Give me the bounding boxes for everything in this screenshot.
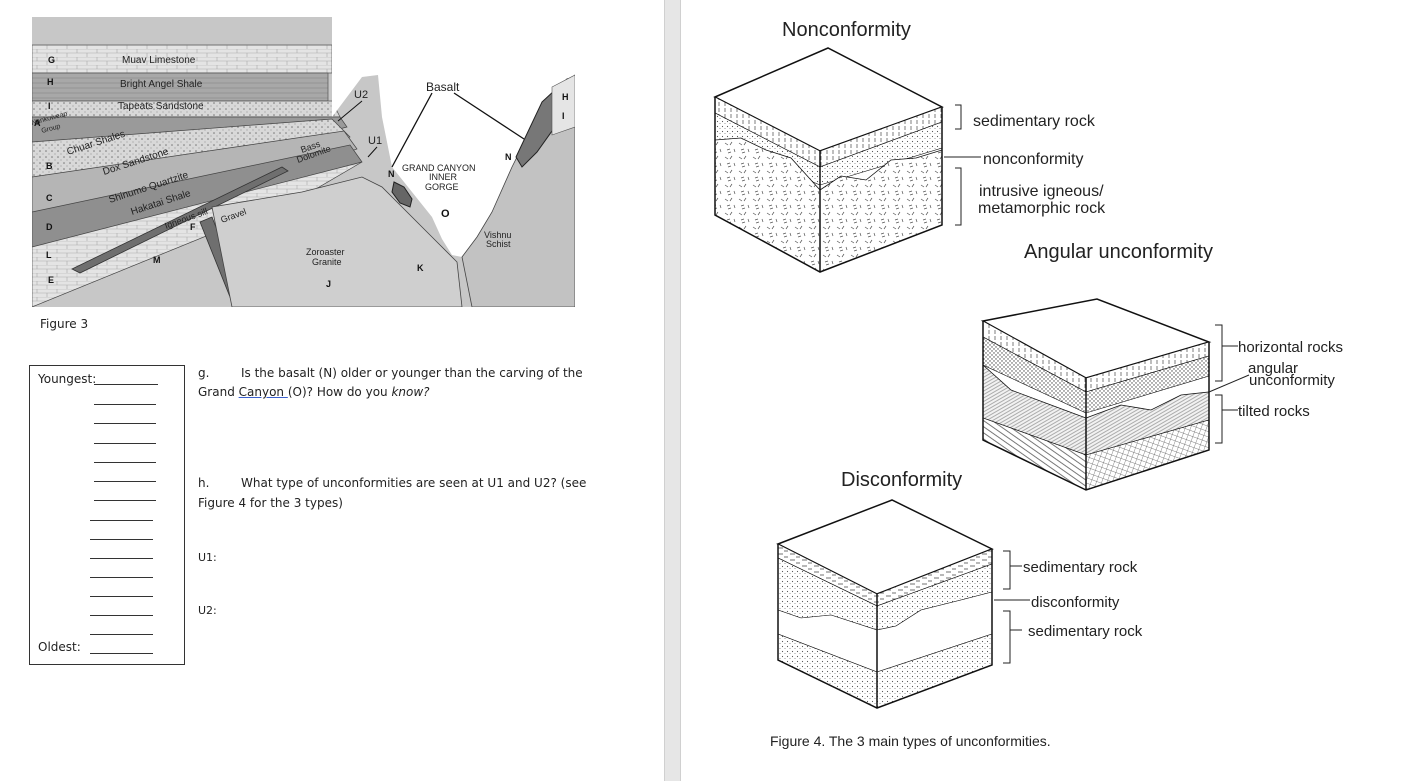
label-vishnu-1: Vishnu [484,230,511,240]
label-horizontal-rocks: horizontal rocks [1238,339,1343,356]
letter-b: B [46,161,53,171]
letter-a: A [34,118,41,128]
letter-c: C [46,193,53,203]
angular-unconformity-block [980,298,1212,491]
question-h-letter: h. [198,476,210,490]
answer-blank[interactable] [90,539,153,540]
question-g-letter: g. [198,366,210,380]
letter-d: D [46,222,53,232]
letter-i-right: I [562,111,565,121]
document-page-left: Muav Limestone Bright Angel Shale Tapeat… [0,0,664,781]
answer-blank[interactable] [90,520,153,521]
page-gutter [664,0,681,781]
label-nonconformity: nonconformity [983,151,1084,168]
answer-blank[interactable] [90,634,153,635]
answer-blank[interactable] [94,500,156,501]
label-muav: Muav Limestone [122,55,196,66]
answer-blank[interactable] [90,596,153,597]
answer-blank[interactable] [90,653,153,654]
document-page-right: Nonconformity sedimentary rock nonconfor… [681,0,1409,781]
letter-h-right: H [562,92,569,102]
question-h-line-1: What type of unconformities are seen at … [241,476,587,490]
figure-3-cross-section: Muav Limestone Bright Angel Shale Tapeat… [32,17,575,307]
label-intrusive-2: metamorphic rock [978,200,1106,217]
figure-4-caption: Figure 4. The 3 main types of unconformi… [770,733,1051,749]
question-g-line-1: Is the basalt (N) older or younger than … [241,366,583,380]
letter-m: M [153,255,161,265]
answer-blank[interactable] [94,384,158,385]
label-zoroaster-2: Granite [312,257,342,267]
label-bright-angel: Bright Angel Shale [120,79,203,90]
letter-l: L [46,250,52,260]
label-angular-2: unconformity [1249,372,1335,389]
age-order-box: Youngest: Oldest: [29,365,185,665]
angular-unconformity-title: Angular unconformity [1024,241,1213,263]
label-basalt: Basalt [426,80,460,94]
oldest-label: Oldest: [38,640,81,654]
answer-blank[interactable] [94,404,156,405]
nonconformity-title: Nonconformity [782,19,911,41]
label-disconformity: disconformity [1031,594,1120,611]
label-u2: U2 [354,89,368,101]
letter-e: E [48,275,54,285]
disconformity-block [776,499,994,709]
letter-j: J [326,279,331,289]
label-gorge-1: GRAND CANYON [402,163,476,173]
label-tapeats: Tapeats Sandstone [118,101,204,112]
label-nankoweap-2: Group [41,123,62,135]
answer-blank[interactable] [94,423,156,424]
label-sedimentary-rock-bottom: sedimentary rock [1028,623,1143,640]
answer-blank[interactable] [90,577,153,578]
letter-n-gorge: N [388,169,395,179]
question-h-line-2: Figure 4 for the 3 types) [198,496,343,510]
letter-n-rim: N [505,152,512,162]
label-zoroaster-1: Zoroaster [306,247,345,257]
youngest-label: Youngest: [38,372,97,386]
question-g-line-2: Grand Canyon (O)? How do you know? [198,385,430,399]
answer-u1-label: U1: [198,551,217,564]
label-intrusive-1: intrusive igneous/ [979,183,1104,200]
answer-blank[interactable] [90,558,153,559]
answer-blank[interactable] [90,615,153,616]
label-sedimentary-rock-1: sedimentary rock [973,113,1096,130]
label-gorge-2: INNER [429,172,458,182]
letter-h: H [47,77,54,87]
answer-u2-label: U2: [198,604,217,617]
disconformity-title: Disconformity [841,469,962,491]
letter-i: I [48,101,51,111]
label-gorge-3: GORGE [425,182,459,192]
label-tilted-rocks: tilted rocks [1238,403,1310,420]
nonconformity-block [713,47,944,273]
figure-3-caption: Figure 3 [40,317,89,331]
letter-o: O [441,208,450,220]
label-vishnu-2: Schist [486,239,511,249]
label-sedimentary-rock-top: sedimentary rock [1023,559,1138,576]
label-u1: U1 [368,135,382,147]
answer-blank[interactable] [94,443,156,444]
answer-blank[interactable] [94,462,156,463]
label-angular-1: angular [1248,360,1298,377]
letter-f: F [190,222,196,232]
letter-g: G [48,55,55,65]
answer-blank[interactable] [94,481,156,482]
figure-4-unconformities: Nonconformity sedimentary rock nonconfor… [713,19,1343,749]
letter-k: K [417,263,424,273]
